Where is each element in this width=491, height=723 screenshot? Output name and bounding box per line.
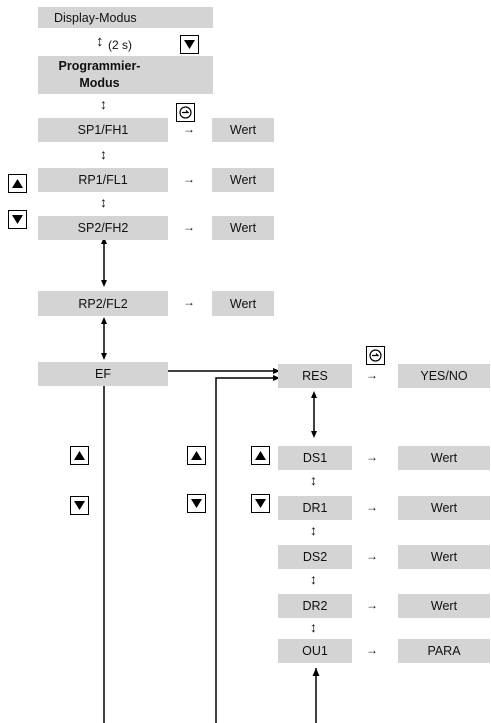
dr1-value-box: Wert [398, 496, 490, 520]
right-arrow-icon: → [366, 500, 378, 514]
enter-button-icon[interactable] [176, 103, 195, 122]
two-way-arrow-icon: ↕ [100, 96, 107, 112]
two-way-arrow-icon: ↕ [100, 194, 107, 210]
ou1-value-box: PARA [398, 639, 490, 663]
programming-mode-line2: Modus [79, 76, 120, 90]
two-way-arrow-icon: ↕ [310, 522, 317, 538]
up-button-icon[interactable] [8, 174, 27, 193]
two-way-arrow-icon: ↕ [310, 472, 317, 488]
down-button-icon[interactable] [70, 496, 89, 515]
right-arrow-icon: → [183, 122, 195, 136]
ds1-value-box: Wert [398, 446, 490, 470]
dr2-box: DR2 [278, 594, 352, 618]
programming-mode-line1: Programmier- [58, 59, 141, 74]
enter-button-icon[interactable] [366, 346, 385, 365]
ds2-value-box: Wert [398, 545, 490, 569]
up-button-icon[interactable] [187, 446, 206, 465]
sp1-value-box: Wert [212, 118, 274, 142]
return-to-res-line [215, 377, 278, 386]
right-arrow-icon: → [366, 368, 378, 382]
right-arrow-icon: → [366, 598, 378, 612]
ds2-box: DS2 [278, 545, 352, 569]
rp1-fl1-box: RP1/FL1 [38, 168, 168, 192]
sp2-fh2-box: SP2/FH2 [38, 216, 168, 240]
down-button-icon[interactable] [8, 210, 27, 229]
sp1-fh1-box: SP1/FH1 [38, 118, 168, 142]
dr2-value-box: Wert [398, 594, 490, 618]
sp2-value-box: Wert [212, 216, 274, 240]
right-arrow-icon: → [183, 172, 195, 186]
ef-box: EF [38, 362, 168, 386]
res-box: RES [278, 364, 352, 388]
right-arrow-icon: → [366, 549, 378, 563]
two-way-arrow-icon: ↕ [96, 33, 104, 50]
ds1-box: DS1 [278, 446, 352, 470]
hold-time-label: (2 s) [108, 38, 132, 52]
dr1-box: DR1 [278, 496, 352, 520]
down-button-icon[interactable] [187, 494, 206, 513]
two-way-arrow-icon: ↕ [310, 571, 317, 587]
programming-mode-box: Programmier- Modus [38, 56, 213, 94]
right-arrow-icon: → [183, 220, 195, 234]
rp2-fl2-box: RP2/FL2 [38, 291, 168, 316]
two-way-arrow-icon: ↕ [100, 146, 107, 162]
res-value-box: YES/NO [398, 364, 490, 388]
display-mode-box: Display-Modus [38, 7, 213, 28]
up-button-icon[interactable] [251, 446, 270, 465]
right-arrow-icon: → [366, 450, 378, 464]
rp2-value-box: Wert [212, 291, 274, 316]
rp1-value-box: Wert [212, 168, 274, 192]
ou1-box: OU1 [278, 639, 352, 663]
up-button-icon[interactable] [70, 446, 89, 465]
right-arrow-icon: → [183, 295, 195, 309]
two-way-arrow-icon: ↕ [310, 619, 317, 635]
down-button-icon[interactable] [180, 35, 199, 54]
down-button-icon[interactable] [251, 494, 270, 513]
right-arrow-icon: → [366, 643, 378, 657]
